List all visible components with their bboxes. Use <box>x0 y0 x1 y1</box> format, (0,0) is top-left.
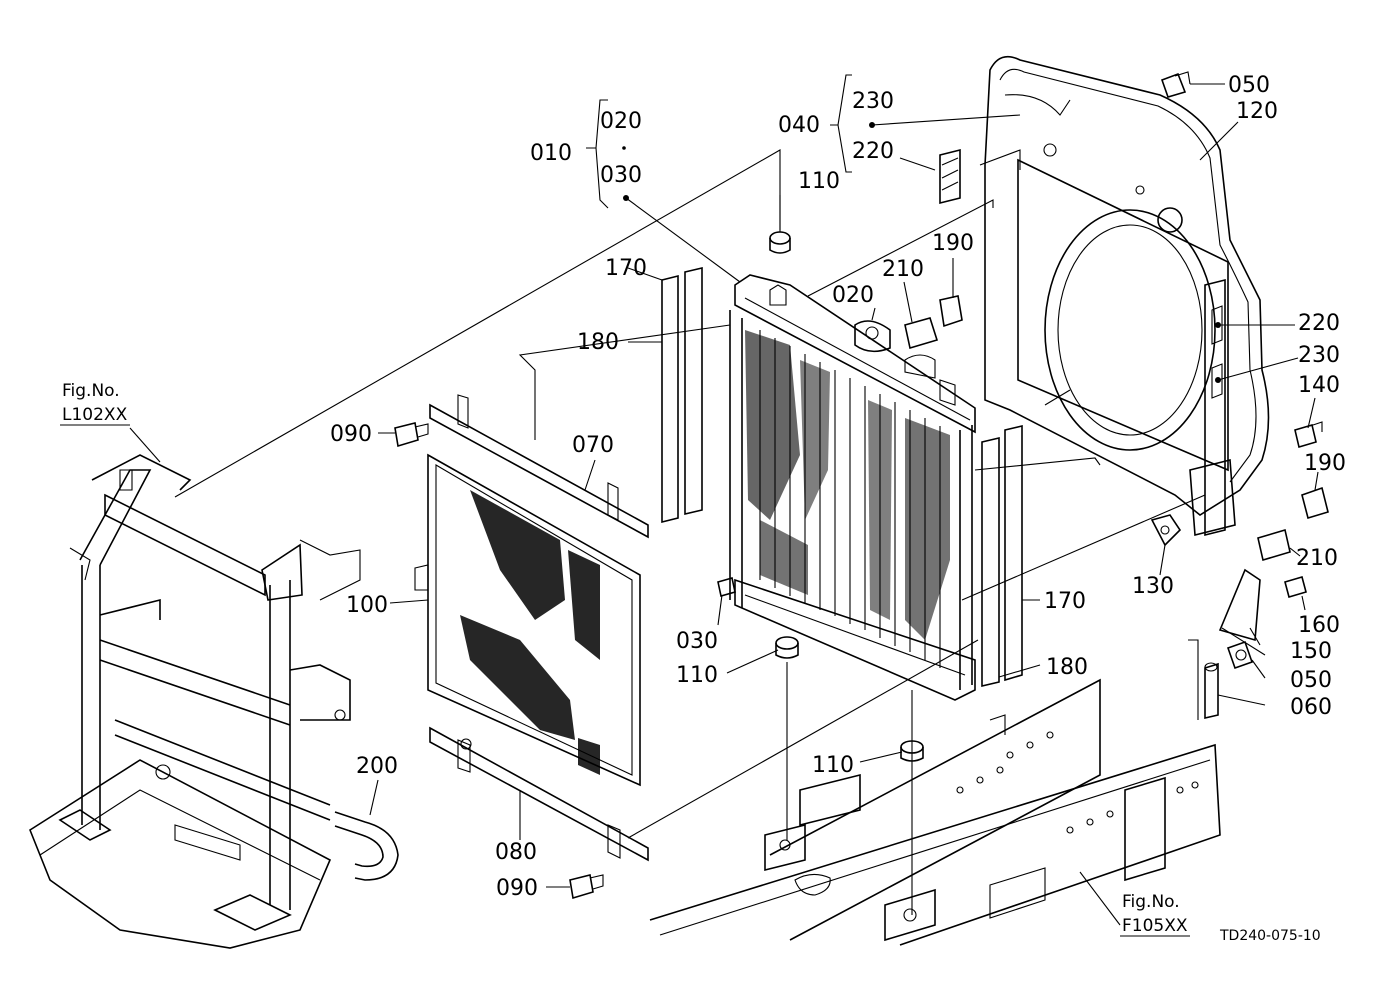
grommet-110-mid <box>775 636 799 659</box>
bolt-160 <box>1284 576 1307 598</box>
callout-040: 040 <box>778 113 820 138</box>
callout-230-b: 230 <box>1298 343 1340 368</box>
block-210-top <box>904 317 939 350</box>
callout-050-b: 050 <box>1290 668 1332 693</box>
bracket-150 <box>1218 568 1266 656</box>
label-220-upper <box>939 148 961 205</box>
callout-150: 150 <box>1290 639 1332 664</box>
block-190-top <box>939 295 963 328</box>
pin-060 <box>1204 662 1219 720</box>
callout-120: 120 <box>1236 99 1278 124</box>
callout-200: 200 <box>356 754 398 779</box>
seal-strip-170-right <box>1004 424 1023 682</box>
rail-070 <box>429 394 649 539</box>
callout-140: 140 <box>1298 373 1340 398</box>
callout-180-b: 180 <box>1046 655 1088 680</box>
callout-050: 050 <box>1228 73 1270 98</box>
callouts: 010 020 030 040 230 220 050 120 110 190 … <box>330 73 1346 901</box>
seal-strip-180-right <box>981 436 1000 688</box>
mesh-screen-100 <box>414 453 641 787</box>
callout-110: 110 <box>798 169 840 194</box>
bolt-090-lower <box>569 874 604 900</box>
bolt-090-upper <box>394 422 429 448</box>
callout-210-b: 210 <box>1296 546 1338 571</box>
leader-lines <box>129 74 1319 926</box>
drain-cock-030 <box>717 576 736 598</box>
callout-100: 100 <box>346 593 388 618</box>
bolt-050-top <box>1160 71 1191 98</box>
rail-080 <box>429 726 649 862</box>
support-frame <box>29 454 361 949</box>
reference-lines <box>174 149 1206 915</box>
callout-170-b: 170 <box>1044 589 1086 614</box>
fig-ref-id-1: L102XX <box>62 405 128 425</box>
callout-030: 030 <box>600 163 642 188</box>
callout-190: 190 <box>932 231 974 256</box>
callout-210: 210 <box>882 257 924 282</box>
callout-090-b: 090 <box>496 876 538 901</box>
fig-ref-label-1: Fig.No. <box>62 381 120 401</box>
seal-strip-170-left <box>661 274 679 524</box>
seal-strip-180-left <box>684 266 703 516</box>
callout-080: 080 <box>495 840 537 865</box>
block-190-right <box>1301 486 1329 520</box>
callout-020: 020 <box>600 109 642 134</box>
bent-pipe-200 <box>334 811 399 881</box>
stay-plate-right <box>1188 458 1236 720</box>
radiator-core <box>729 274 976 701</box>
callout-230: 230 <box>852 89 894 114</box>
callout-060: 060 <box>1290 695 1332 720</box>
callout-180: 180 <box>577 330 619 355</box>
grommet-110-top <box>769 231 791 254</box>
callout-130: 130 <box>1132 574 1174 599</box>
callout-030-b: 030 <box>676 629 718 654</box>
callout-110-c: 110 <box>812 753 854 778</box>
figure-references: Fig.No. L102XX Fig.No. F105XX <box>60 381 1190 937</box>
bracket-130 <box>1150 514 1182 547</box>
callout-020-b: 020 <box>832 283 874 308</box>
fig-ref-label-2: Fig.No. <box>1122 892 1180 912</box>
callout-220: 220 <box>852 139 894 164</box>
bolt-140 <box>1294 421 1323 449</box>
chassis-frame <box>649 678 1221 946</box>
callout-090: 090 <box>330 422 372 447</box>
callout-160: 160 <box>1298 613 1340 638</box>
bolt-050-lower <box>1226 640 1254 670</box>
fan-shroud-120 <box>979 55 1270 537</box>
callout-070: 070 <box>572 433 614 458</box>
callout-190-b: 190 <box>1304 451 1346 476</box>
callout-170: 170 <box>605 256 647 281</box>
callout-010: 010 <box>530 141 572 166</box>
callout-220-b: 220 <box>1298 311 1340 336</box>
callout-110-b: 110 <box>676 663 718 688</box>
block-210-right <box>1257 528 1291 562</box>
drawing-code: TD240-075-10 <box>1219 928 1321 944</box>
fig-ref-id-2: F105XX <box>1122 916 1188 936</box>
